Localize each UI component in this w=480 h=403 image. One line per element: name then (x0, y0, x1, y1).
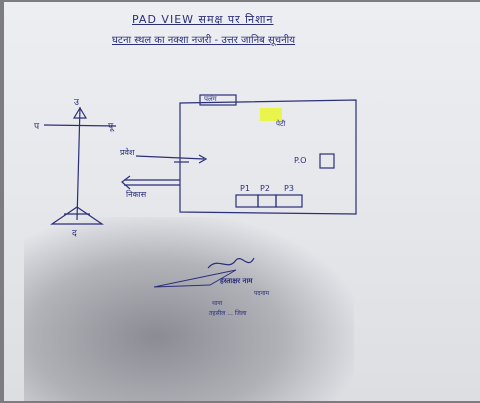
signature-line-2: पदनाम (254, 290, 270, 297)
photo-shadow (24, 217, 354, 401)
document-sheet: PAD VIEW समक्ष पर निशान घटना स्थल का नक्… (4, 2, 480, 401)
compass-east-label: पू (108, 122, 114, 132)
highlight-mark (260, 108, 282, 121)
exit-label: निकास (126, 190, 147, 199)
compass-north-label: उ (74, 98, 79, 108)
highlight-label: पेटी (276, 120, 286, 128)
compass-south-label: द (72, 229, 77, 239)
compass-west-label: प (34, 122, 40, 132)
heading-line-1: PAD VIEW समक्ष पर निशान (132, 13, 274, 26)
p0-label: P.O (294, 156, 307, 165)
site-sketch (43, 94, 357, 288)
signature-line-4: तहसील ... जिला (209, 310, 247, 317)
door-label: प्रवेश (120, 148, 135, 157)
heading-line-2: घटना स्थल का नक्शा नजरी - उत्तर जानिब सू… (112, 35, 296, 46)
signature-line-3: थाना (212, 300, 223, 307)
box-top-label: पलंग (204, 95, 217, 103)
p1-label: P1 (240, 184, 250, 193)
signature-name: हस्ताक्षर नाम (220, 277, 253, 285)
p2-label: P2 (260, 184, 270, 193)
p3-label: P3 (284, 184, 294, 193)
